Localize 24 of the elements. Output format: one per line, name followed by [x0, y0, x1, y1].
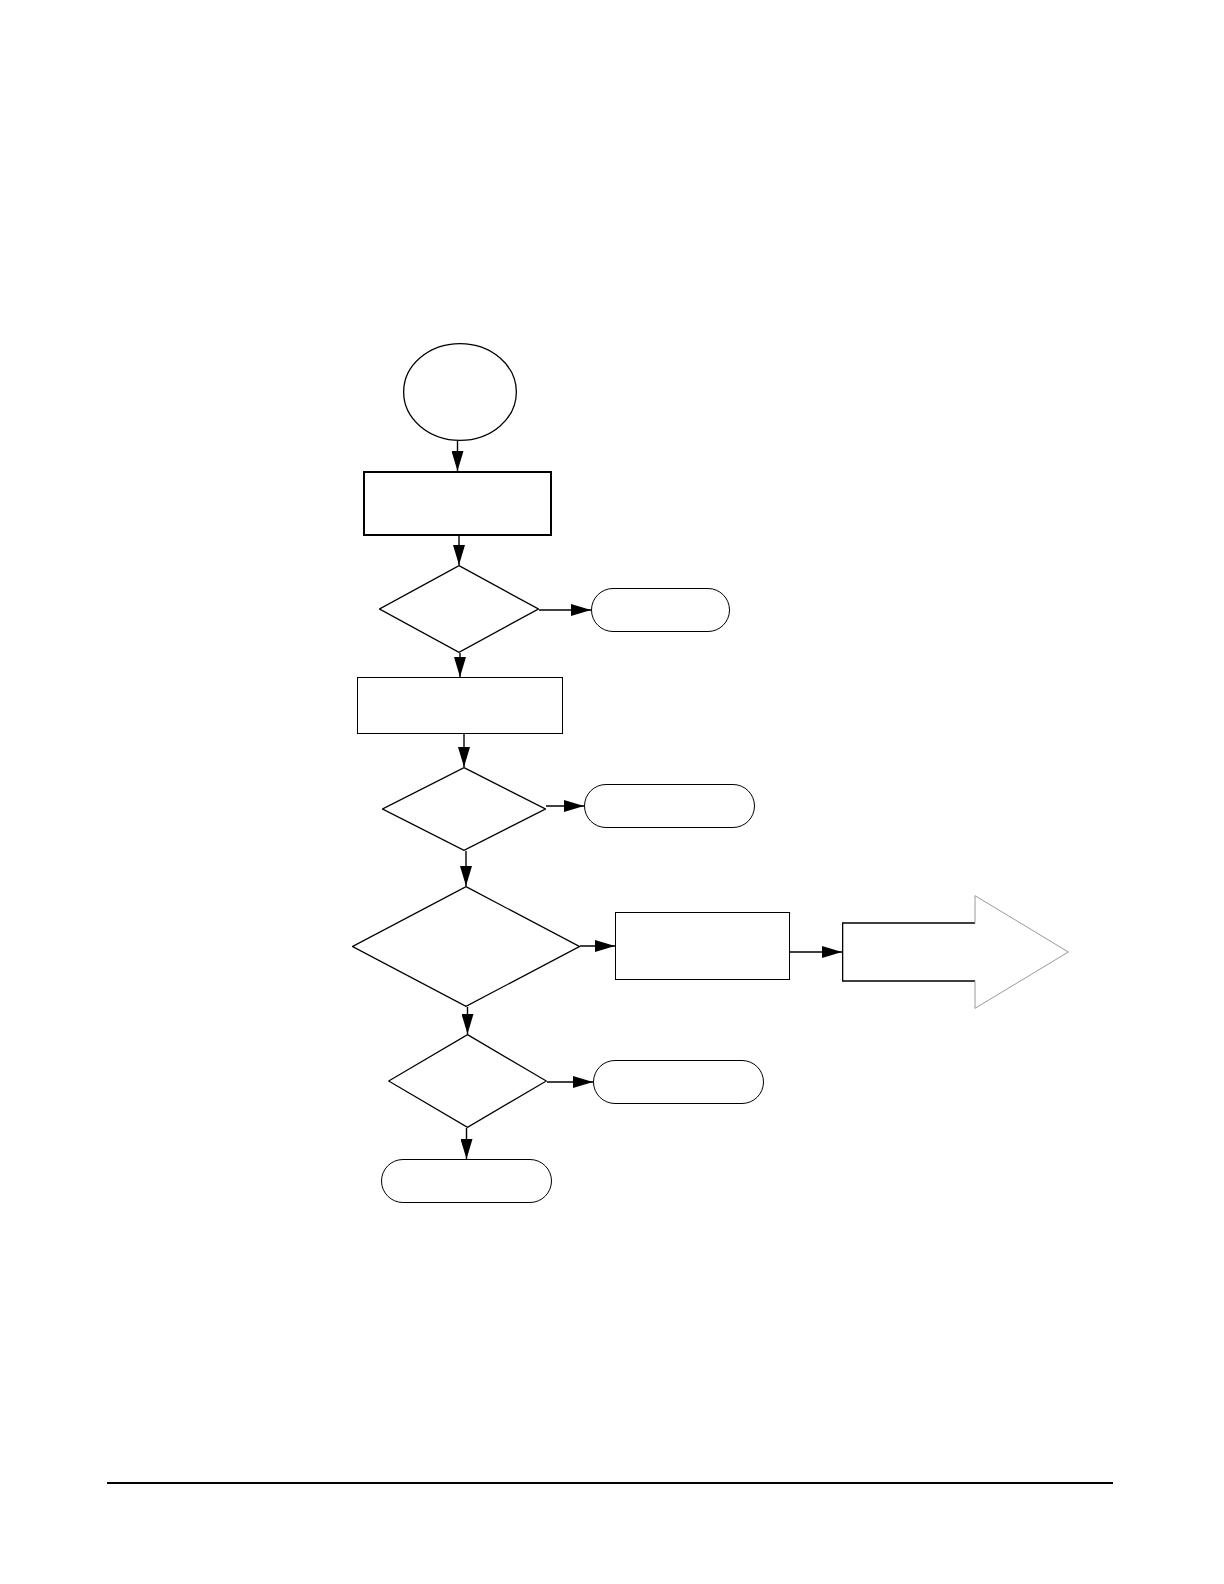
flow-arrow: [453, 535, 465, 566]
flow-arrow: [789, 946, 843, 958]
process-box: [615, 912, 790, 980]
terminal-shape: [591, 588, 730, 632]
decision-diamond: [382, 767, 546, 851]
flow-arrow: [454, 652, 466, 678]
flow-arrow: [546, 1076, 594, 1088]
terminal-shape: [593, 1060, 764, 1104]
decision-diamond: [388, 1034, 547, 1128]
flow-arrow: [579, 940, 616, 952]
process-box: [363, 471, 552, 536]
flow-arrow: [461, 1006, 474, 1035]
flow-arrow: [538, 604, 592, 616]
terminal-shape: [584, 784, 755, 828]
process-box: [357, 677, 563, 734]
decision-diamond: [379, 565, 539, 653]
flow-arrow: [460, 850, 472, 887]
flow-arrow: [458, 733, 470, 768]
flow-arrow: [545, 800, 585, 812]
terminal-shape: [381, 1159, 552, 1203]
flow-arrow: [451, 440, 464, 472]
decision-diamond: [352, 886, 580, 1007]
start-oval: [403, 343, 517, 441]
flow-arrow: [460, 1127, 473, 1160]
